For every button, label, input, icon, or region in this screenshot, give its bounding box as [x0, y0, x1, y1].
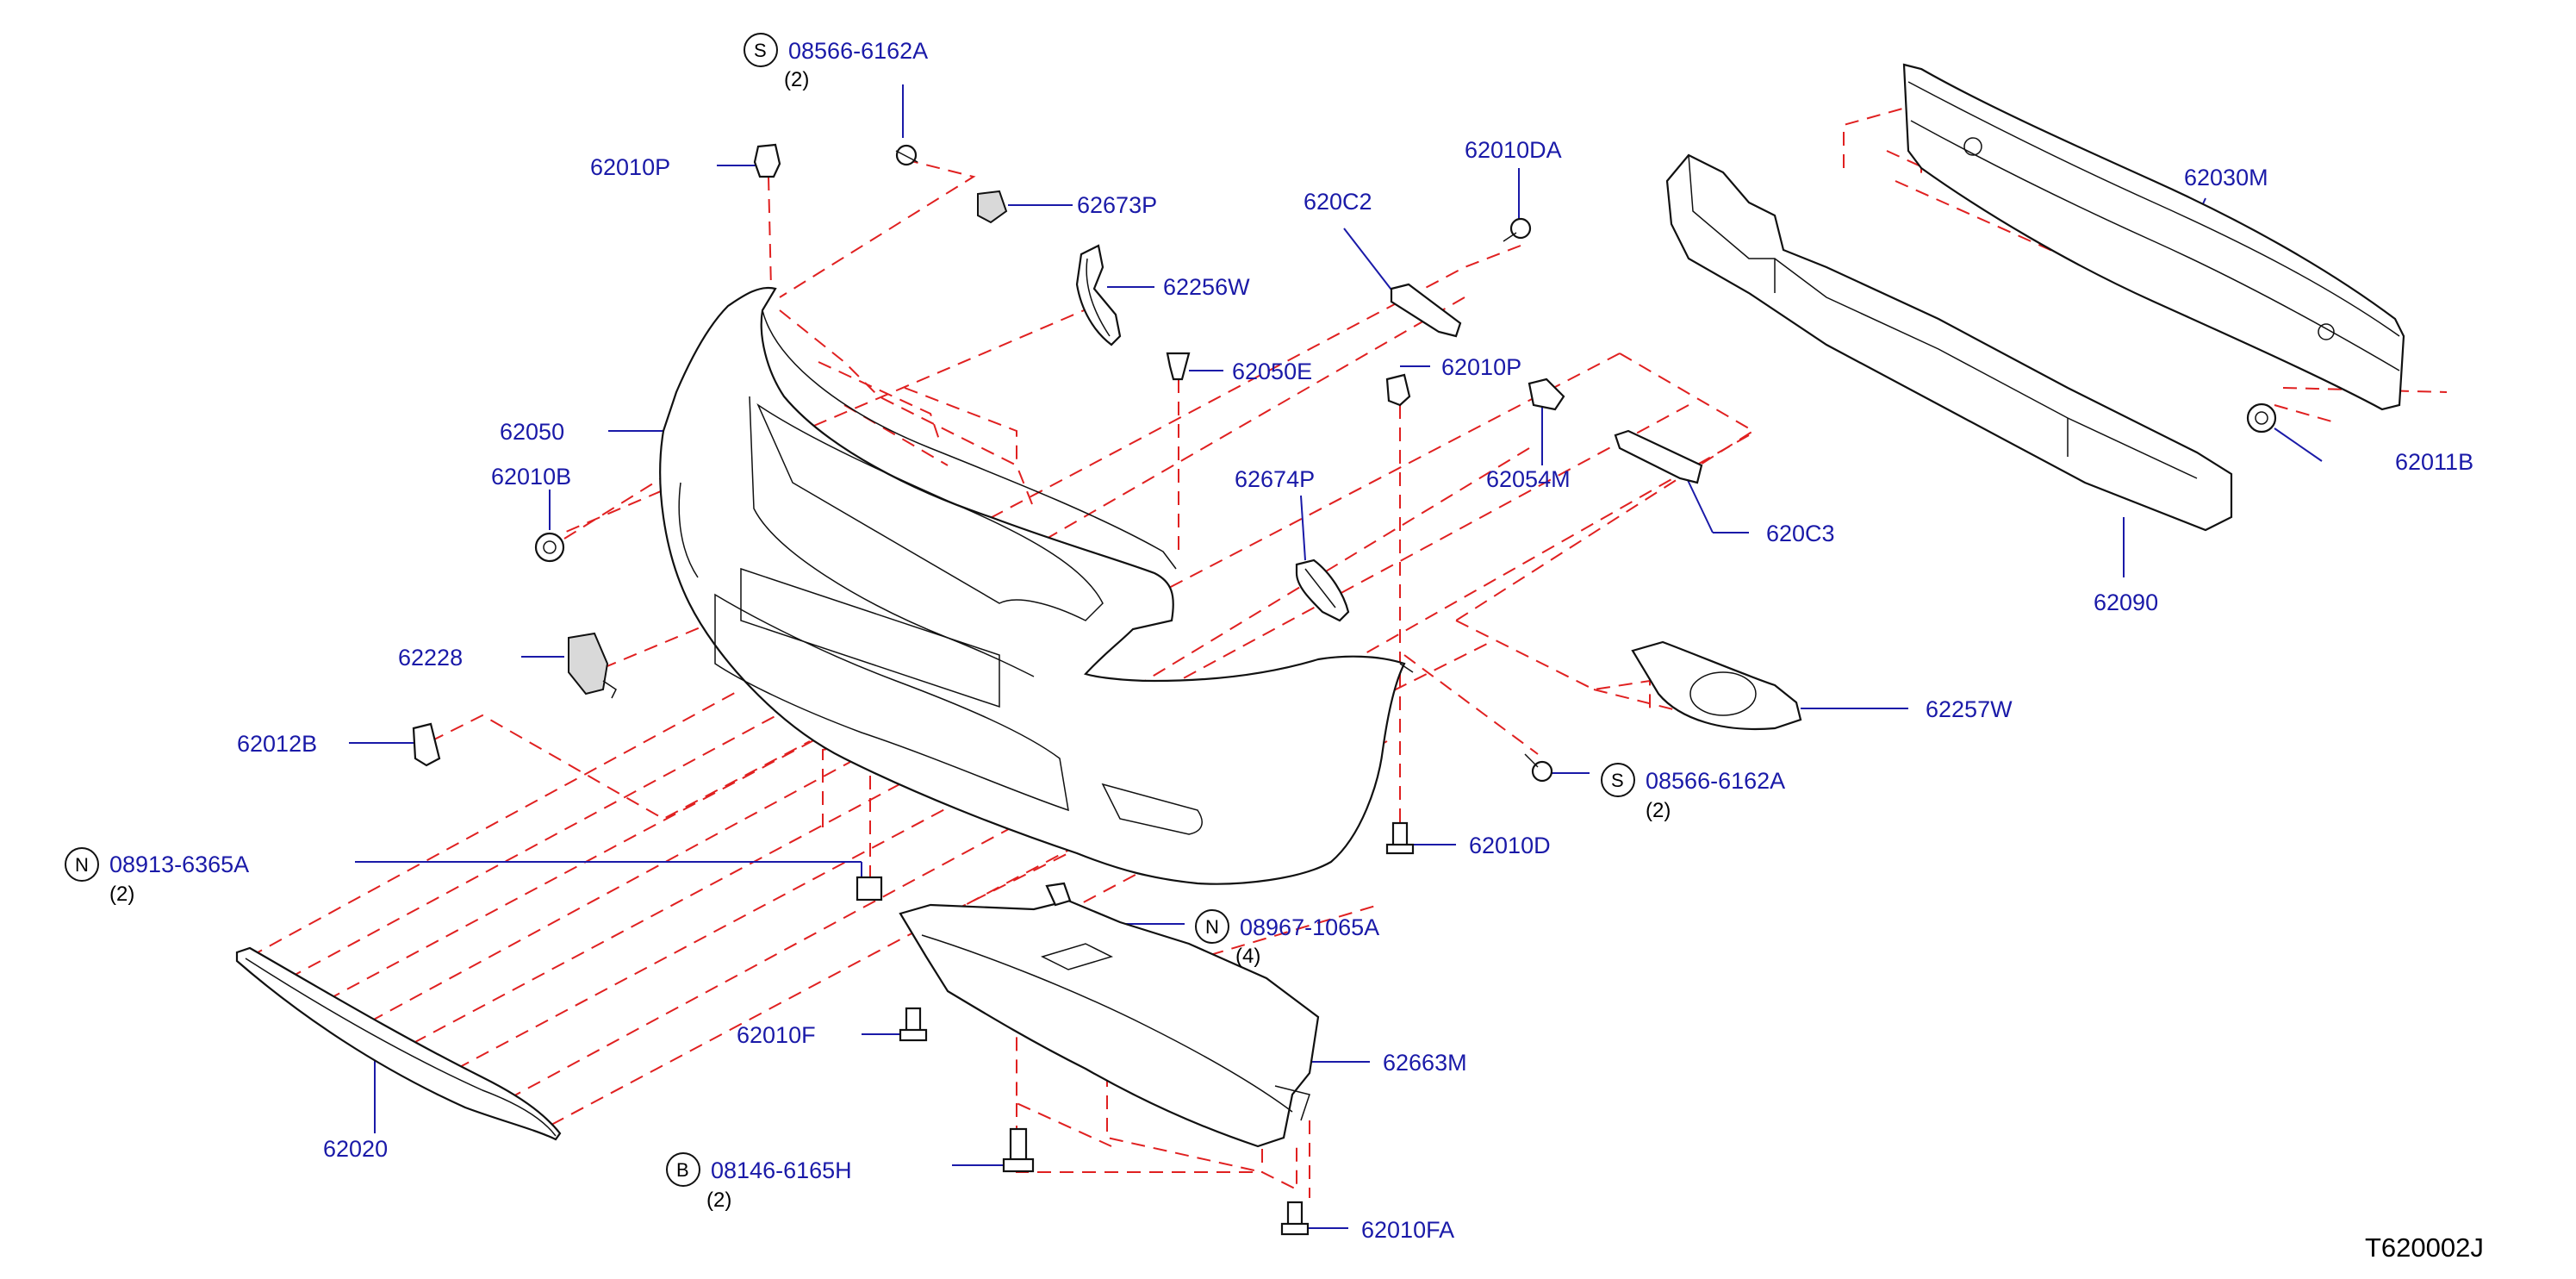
label-08146-6165H: 08146-6165H: [711, 1157, 852, 1183]
clip-62012B: [412, 722, 441, 767]
label-62090: 62090: [2094, 590, 2158, 615]
clip-62673P: [977, 190, 1008, 224]
label-62010B: 62010B: [491, 464, 571, 490]
screw-08566-mid: [1524, 753, 1553, 783]
label-62673P: 62673P: [1077, 192, 1157, 218]
grille-strip-62020: [235, 946, 562, 1141]
reinforcement-beam-62030M: [1902, 63, 2405, 411]
label-620C2: 620C2: [1304, 189, 1372, 215]
label-08566-6162A-mid: 08566-6162A: [1646, 768, 1785, 794]
label-62011B: 62011B: [2395, 449, 2473, 475]
qty-n-mid: (4): [1235, 945, 1260, 968]
svg-text:N: N: [1205, 916, 1219, 938]
clip-62050E: [1166, 352, 1191, 381]
standard-part-n-left: N 08913-6365A (2): [65, 847, 249, 906]
nut-08913-6365A: [856, 876, 883, 902]
label-62010DA: 62010DA: [1465, 137, 1562, 163]
label-62663M: 62663M: [1383, 1050, 1467, 1076]
leader-lines: [349, 84, 2323, 1229]
label-62020: 62020: [323, 1136, 388, 1162]
label-62010P-mid: 62010P: [1441, 354, 1521, 380]
bolt-62010FA: [1280, 1201, 1310, 1236]
clip-62010P-top: [753, 143, 781, 178]
standard-part-s-top: S 08566-6162A (2): [744, 33, 928, 91]
bracket-62228: [568, 632, 617, 699]
standard-part-s-mid: S 08566-6162A (2): [1601, 763, 1785, 822]
bracket-620C2: [1390, 283, 1462, 338]
bracket-62054M: [1528, 377, 1565, 411]
symbol-circle: [666, 1152, 700, 1187]
label-62050E: 62050E: [1232, 359, 1312, 384]
bolt-62010F: [899, 1007, 928, 1042]
label-08967-1065A: 08967-1065A: [1240, 914, 1379, 940]
screw-62010DA: [1503, 217, 1532, 242]
svg-text:B: B: [676, 1159, 689, 1181]
label-08913-6365A: 08913-6365A: [109, 852, 249, 877]
clip-62010P-mid: [1385, 373, 1411, 407]
symbol-circle: [65, 847, 99, 882]
label-62030M: 62030M: [2184, 165, 2268, 190]
label-08566-6162A-top: 08566-6162A: [788, 38, 928, 64]
bolt-08146-6165H: [1002, 1127, 1035, 1173]
svg-text:S: S: [754, 40, 767, 61]
standard-part-n-mid: N 08967-1065A (4): [1195, 909, 1379, 968]
clip-08967-1065A: [1045, 882, 1072, 907]
symbol-circle: [744, 33, 778, 67]
part-labels: 62010P 62673P 62256W 62050E 62050 62010B…: [237, 137, 2473, 1243]
svg-text:N: N: [75, 854, 89, 876]
label-620C3: 620C3: [1766, 521, 1835, 546]
qty-s-top: (2): [784, 68, 809, 91]
standard-part-b-bot: B 08146-6165H (2): [666, 1152, 852, 1212]
bolt-62010D: [1385, 821, 1415, 855]
symbol-circle: [1601, 763, 1635, 797]
symbol-circle: [1195, 909, 1229, 944]
label-62012B: 62012B: [237, 731, 317, 757]
front-bumper-fascia-62050: [659, 286, 1414, 885]
bracket-620C3: [1614, 429, 1703, 484]
fog-lamp-cover-62257W: [1631, 640, 1802, 731]
qty-b-bot: (2): [706, 1189, 731, 1212]
label-62010D: 62010D: [1469, 833, 1551, 858]
bracket-62674P: [1295, 558, 1350, 622]
qty-s-mid: (2): [1646, 799, 1671, 822]
nut-62011B: [2246, 402, 2277, 434]
label-62257W: 62257W: [1926, 696, 2013, 722]
screw-08566-top: [895, 144, 918, 166]
label-62054M: 62054M: [1486, 466, 1571, 492]
label-62228: 62228: [398, 645, 463, 671]
undercover-62663M: [899, 899, 1320, 1148]
label-62010FA: 62010FA: [1361, 1217, 1454, 1243]
label-62010P-top: 62010P: [590, 154, 670, 180]
energy-absorber-62090: [1665, 153, 2233, 532]
diagram-code: T620002J: [2365, 1232, 2484, 1263]
label-62010F: 62010F: [737, 1022, 816, 1048]
svg-text:S: S: [1611, 770, 1624, 791]
qty-n-left: (2): [109, 883, 134, 906]
label-62050: 62050: [500, 419, 564, 445]
bracket-62256W: [1075, 244, 1122, 346]
label-62674P: 62674P: [1235, 466, 1315, 492]
nut-62010B: [534, 532, 565, 563]
label-62256W: 62256W: [1163, 274, 1250, 300]
